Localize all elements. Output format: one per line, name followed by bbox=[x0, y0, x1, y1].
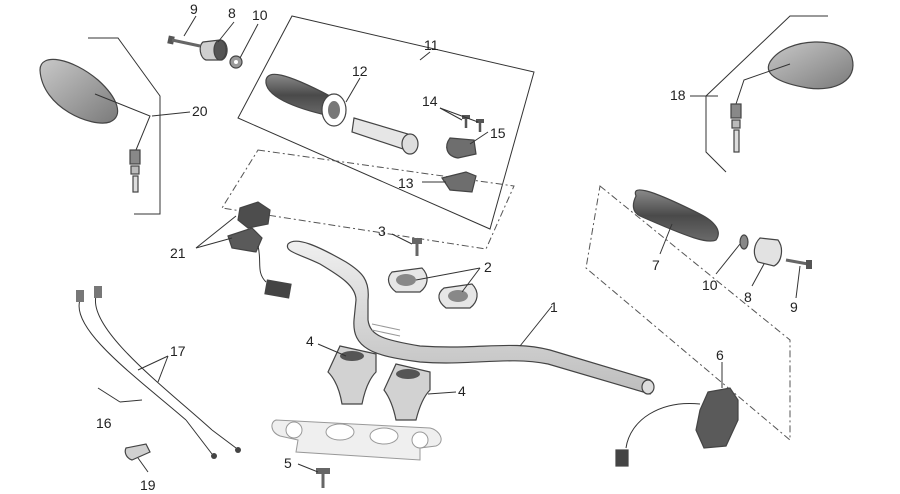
callout-12: 12 bbox=[352, 63, 368, 79]
screw-5 bbox=[316, 468, 330, 488]
callout-21: 21 bbox=[170, 245, 186, 261]
callout-10-top: 10 bbox=[252, 7, 268, 23]
callout-8-top: 8 bbox=[228, 5, 236, 21]
leader-lines bbox=[97, 15, 801, 473]
callout-4-left: 4 bbox=[306, 333, 314, 349]
left-mirror bbox=[39, 58, 151, 193]
callout-9-top: 9 bbox=[190, 1, 198, 17]
cable-guide-19 bbox=[124, 443, 151, 461]
callout-11: 11 bbox=[424, 37, 439, 53]
grip-kit-frame bbox=[237, 15, 535, 230]
callout-2: 2 bbox=[484, 259, 492, 275]
throttle-tube bbox=[351, 117, 419, 155]
callout-17: 17 bbox=[170, 343, 186, 359]
left-mirror-bracket bbox=[88, 37, 161, 215]
callout-13: 13 bbox=[398, 175, 414, 191]
bar-end-weight-right bbox=[753, 237, 783, 267]
callout-10-right: 10 bbox=[702, 277, 718, 293]
throttle-screws bbox=[462, 115, 484, 132]
callout-1: 1 bbox=[550, 299, 558, 315]
switch-kit-frame-left bbox=[221, 149, 515, 250]
right-grip bbox=[632, 189, 719, 242]
callout-labels: 9 8 10 11 12 14 15 13 21 3 2 1 4 4 5 17 … bbox=[96, 1, 798, 493]
triple-clamp bbox=[271, 419, 442, 461]
right-mirror-bracket bbox=[705, 15, 828, 173]
handlebar bbox=[286, 240, 655, 395]
callout-14: 14 bbox=[422, 93, 438, 109]
clamp-cap-upper bbox=[387, 267, 428, 293]
riser-left bbox=[327, 345, 377, 405]
callout-4-right: 4 bbox=[458, 383, 466, 399]
screw-3 bbox=[412, 238, 422, 256]
callout-6: 6 bbox=[716, 347, 724, 363]
throttle-housing-lower bbox=[441, 171, 477, 193]
washer-top bbox=[229, 55, 243, 69]
throttle-housing-upper bbox=[446, 137, 477, 159]
bar-end-bolt-right bbox=[785, 258, 812, 269]
callout-7: 7 bbox=[652, 257, 660, 273]
callout-20: 20 bbox=[192, 103, 208, 119]
left-switch-cube bbox=[227, 201, 292, 299]
right-mirror bbox=[730, 41, 854, 153]
riser-right bbox=[383, 363, 431, 421]
right-switch-cube bbox=[615, 387, 739, 467]
bar-end-weight-top bbox=[199, 39, 228, 61]
callout-9-right: 9 bbox=[790, 299, 798, 315]
throttle-cables bbox=[76, 286, 241, 459]
callout-8-right: 8 bbox=[744, 289, 752, 305]
left-grip bbox=[265, 73, 347, 127]
bar-end-bolt-top bbox=[167, 35, 201, 48]
washer-right bbox=[739, 234, 749, 250]
callout-18: 18 bbox=[670, 87, 686, 103]
callout-3: 3 bbox=[378, 223, 386, 239]
clamp-cap-lower bbox=[438, 283, 478, 309]
callout-15: 15 bbox=[490, 125, 506, 141]
callout-5: 5 bbox=[284, 455, 292, 471]
callout-16: 16 bbox=[96, 415, 112, 431]
callout-19: 19 bbox=[140, 477, 156, 493]
